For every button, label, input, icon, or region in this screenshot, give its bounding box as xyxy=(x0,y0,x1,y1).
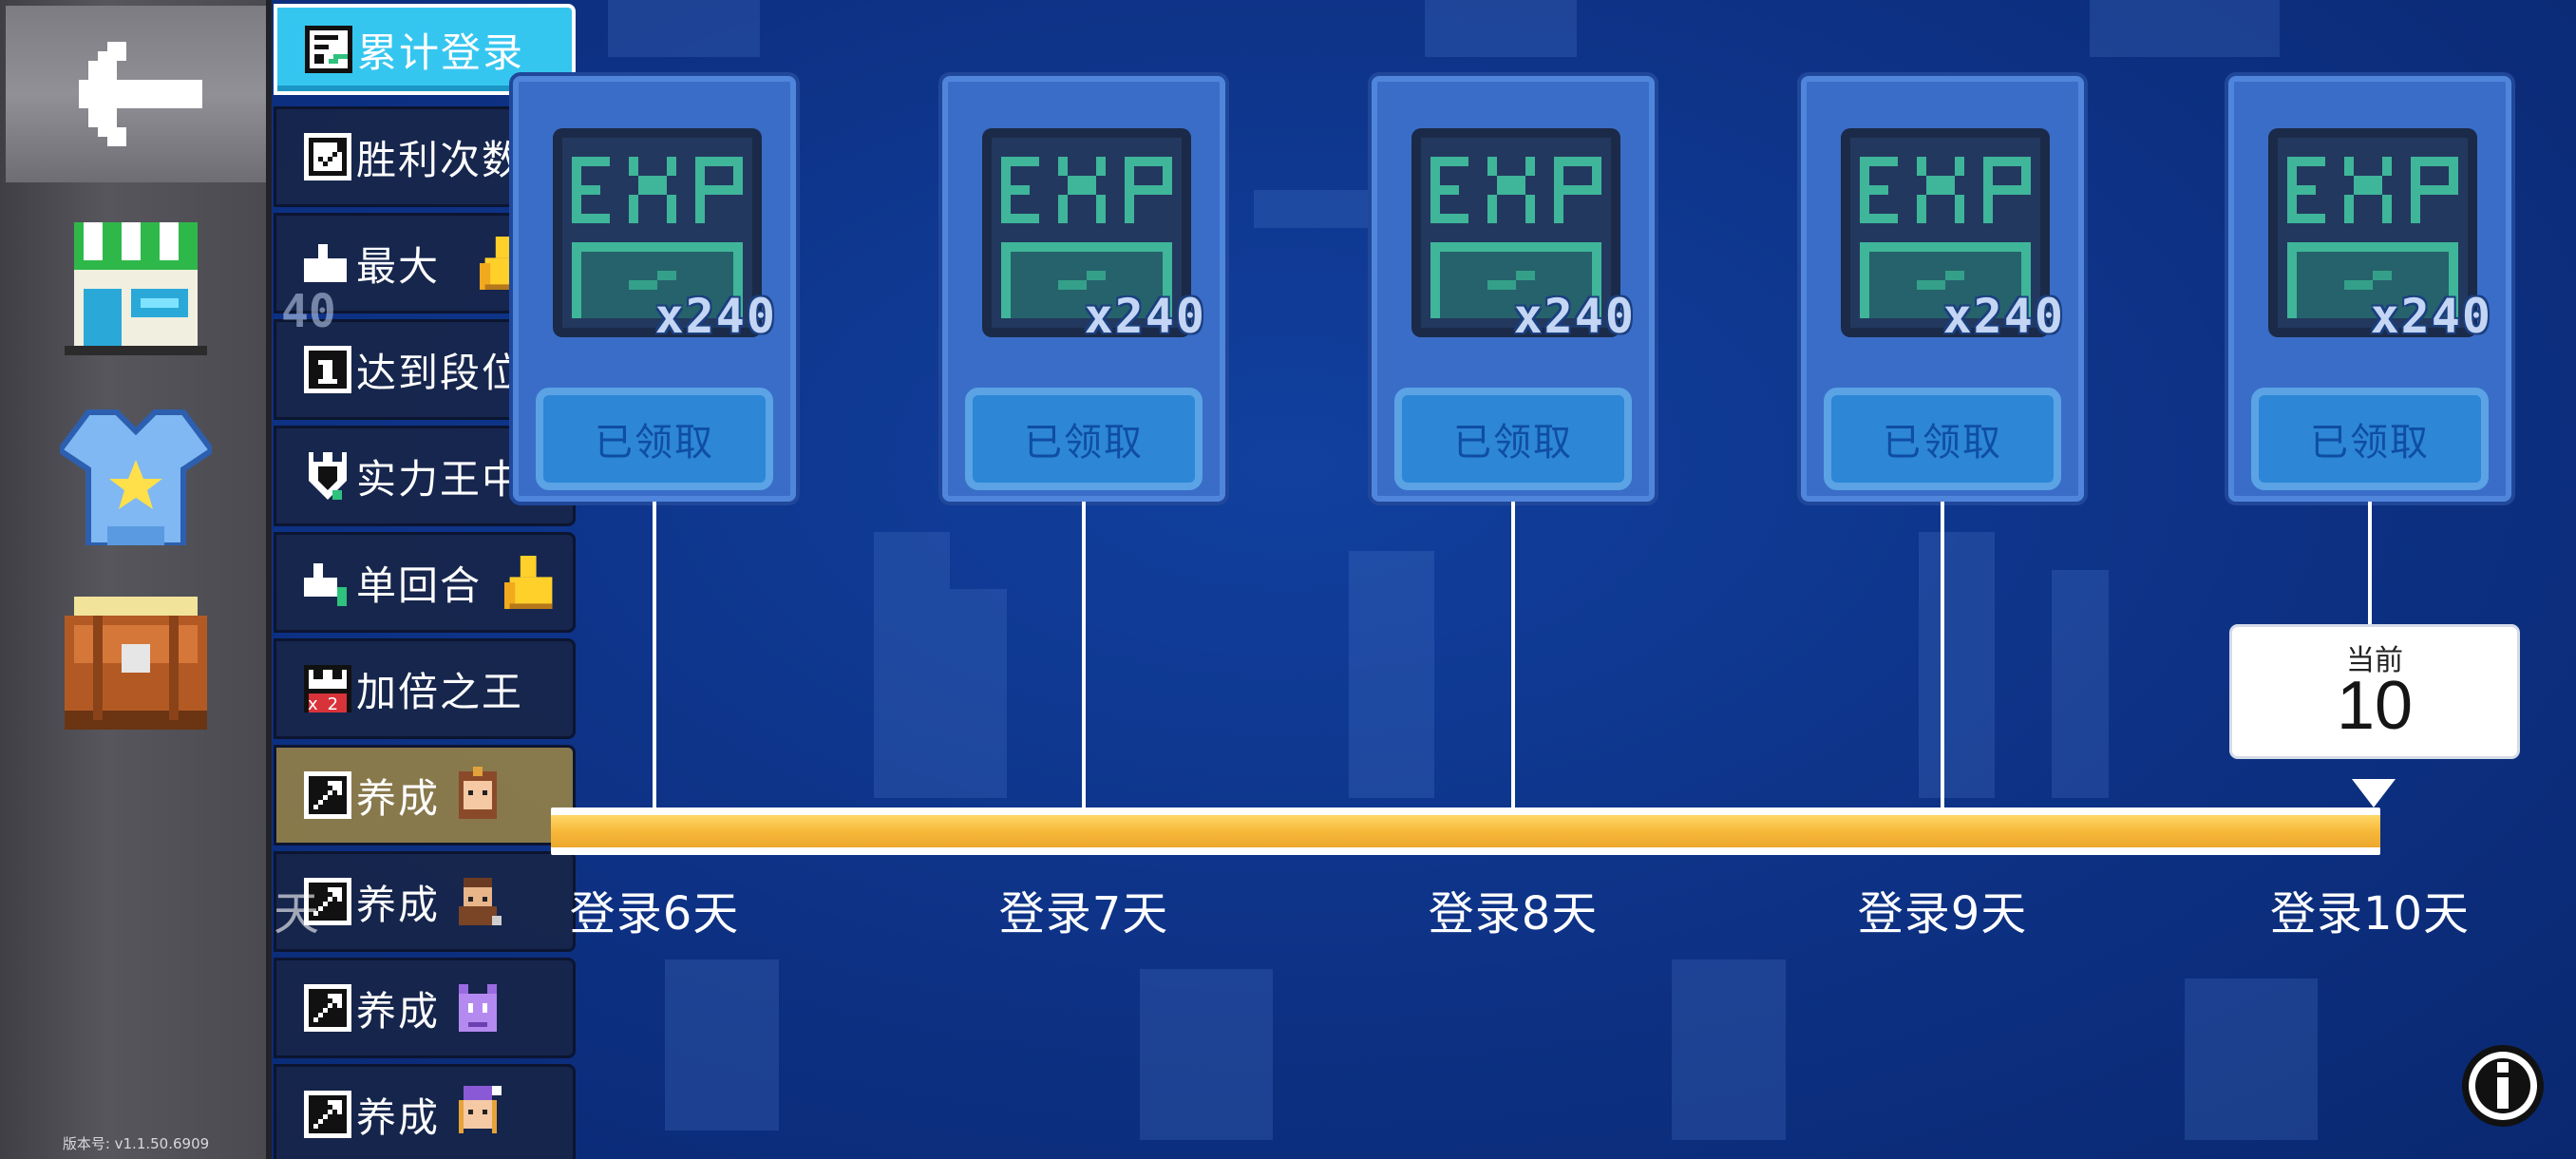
tab-single-round[interactable]: 单回合 xyxy=(274,532,576,633)
timeline-connector xyxy=(1082,502,1086,808)
partial-reward-count: 40 xyxy=(281,285,336,338)
claimed-button[interactable]: 已领取 xyxy=(965,388,1203,490)
growth-arrow-icon xyxy=(303,770,352,820)
reward-card-day-10: x240 已领取 xyxy=(2228,76,2511,502)
current-value: 10 xyxy=(2336,668,2414,744)
current-day-bubble: 当前 10 xyxy=(2232,627,2517,756)
tab-label: 最大 xyxy=(356,242,441,290)
tab-growth-2[interactable]: 养成 xyxy=(274,851,576,952)
reward-card-day-8: x240 已领取 xyxy=(1372,76,1655,502)
reward-count: x240 xyxy=(1513,289,1636,344)
reward-card-day-9: x240 已领取 xyxy=(1801,76,2084,502)
exp-book-icon xyxy=(2268,128,2477,337)
reward-count: x240 xyxy=(654,289,777,344)
yellow-thumbs-up-icon xyxy=(502,554,559,611)
tab-label: 养成 xyxy=(356,1093,441,1141)
day-label-6: 登录6天 xyxy=(569,887,740,940)
claimed-button[interactable]: 已领取 xyxy=(1394,388,1632,490)
reward-count: x240 xyxy=(2370,289,2492,344)
tab-growth-3[interactable]: 养成 xyxy=(274,958,576,1058)
reward-card-day-6: x240 已领取 xyxy=(513,76,796,502)
timeline-connector xyxy=(653,502,656,808)
timeline-connector xyxy=(2368,502,2372,627)
rank-badge-icon xyxy=(303,345,352,394)
tab-label: 养成 xyxy=(356,774,441,822)
tab-label: 累计登录 xyxy=(357,28,525,76)
tab-growth-4[interactable]: 养成 xyxy=(274,1064,576,1159)
exp-book-icon xyxy=(553,128,762,337)
tab-label: 加倍之王 xyxy=(356,668,524,715)
shirt-icon xyxy=(60,409,212,545)
day-label-8: 登录8天 xyxy=(1428,887,1599,940)
icon-sidebar: 版本号: v1.1.50.6909 xyxy=(0,0,272,1159)
tab-growth-1[interactable]: 养成 xyxy=(274,745,576,846)
reward-count: x240 xyxy=(1084,289,1206,344)
checkmark-icon xyxy=(303,132,352,181)
current-label: 当前 xyxy=(2346,644,2403,677)
shield-crown-icon xyxy=(303,451,352,501)
svg-text:x2: x2 xyxy=(308,694,348,712)
reward-card-day-7: x240 已领取 xyxy=(942,76,1225,502)
tab-label: 单回合 xyxy=(356,561,483,609)
back-arrow-icon xyxy=(79,42,202,146)
outfit-button[interactable] xyxy=(47,386,224,562)
growth-arrow-icon xyxy=(303,983,352,1033)
character-wizard-girl-portrait xyxy=(449,1086,506,1143)
character-girl-portrait xyxy=(449,767,506,824)
backpack-button[interactable] xyxy=(47,570,224,747)
partial-day-label: 天 xyxy=(274,887,320,940)
thumbs-up-icon xyxy=(303,238,352,288)
claimed-button[interactable]: 已领取 xyxy=(1824,388,2061,490)
tab-label: 胜利次数 xyxy=(356,136,524,183)
day-label-9: 登录9天 xyxy=(1857,887,2028,940)
login-progress-fill xyxy=(551,815,2380,847)
shop-button[interactable] xyxy=(47,196,224,372)
growth-arrow-icon xyxy=(303,1090,352,1139)
timeline-connector xyxy=(1941,502,1944,808)
version-label: 版本号: v1.1.50.6909 xyxy=(62,1135,210,1152)
backpack-icon xyxy=(65,597,207,730)
claimed-button[interactable]: 已领取 xyxy=(536,388,773,490)
claimed-button[interactable]: 已领取 xyxy=(2251,388,2489,490)
tab-label: 养成 xyxy=(356,987,441,1035)
tab-cumulative-login[interactable]: 累计登录 xyxy=(274,4,576,95)
tab-label: 达到段位 xyxy=(356,349,524,396)
day-label-7: 登录7天 xyxy=(998,887,1169,940)
reward-count: x240 xyxy=(1942,289,2065,344)
thumbs-up-one-icon xyxy=(303,558,352,607)
info-icon[interactable] xyxy=(2460,1043,2546,1129)
character-purple-creature-portrait xyxy=(449,979,506,1036)
shop-icon xyxy=(65,222,207,355)
login-progress-bar xyxy=(551,808,2380,855)
day-label-10: 登录10天 xyxy=(2269,887,2471,940)
timeline-connector xyxy=(1511,502,1515,808)
exp-book-icon xyxy=(1841,128,2050,337)
login-checklist-icon xyxy=(304,25,353,74)
double-crown-icon: x2 xyxy=(303,664,352,713)
current-pointer-icon xyxy=(2352,779,2396,808)
growth-arrow-icon xyxy=(303,877,352,926)
back-button[interactable] xyxy=(6,6,266,182)
exp-book-icon xyxy=(1411,128,1620,337)
tab-label: 养成 xyxy=(356,881,441,928)
tab-double-king[interactable]: x2 加倍之王 xyxy=(274,638,576,739)
character-bearded-man-portrait xyxy=(449,873,506,930)
exp-book-icon xyxy=(982,128,1191,337)
